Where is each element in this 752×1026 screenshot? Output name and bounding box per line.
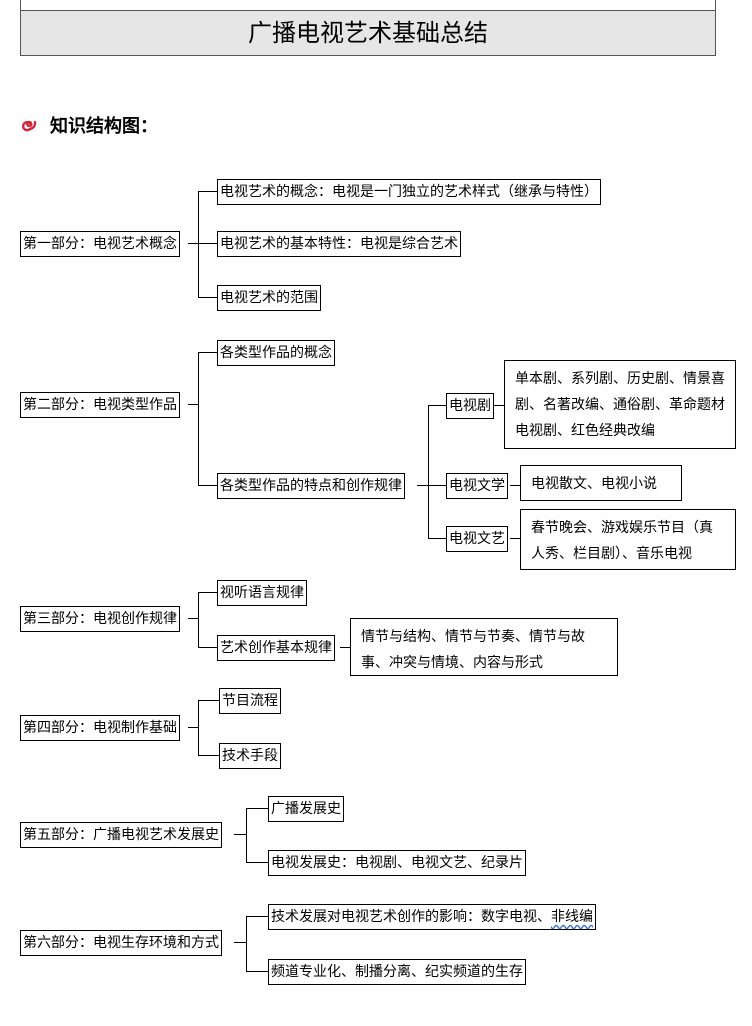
part3-label: 第三部分：电视创作规律 (20, 606, 180, 632)
part6-label: 第六部分：电视生存环境和方式 (20, 930, 222, 956)
connector (198, 755, 220, 756)
section-heading: 知识结构图： (50, 116, 158, 137)
connector (246, 971, 269, 972)
part3-item: 艺术创作基本规律 (217, 635, 335, 661)
frame-line-left (20, 0, 21, 10)
part2-detail: 电视散文、电视小说 (520, 465, 682, 501)
part4-label: 第四部分：电视制作基础 (20, 715, 180, 741)
connector (246, 862, 269, 863)
spellcheck-marked-word: 非线编 (551, 909, 593, 925)
connector (198, 647, 218, 648)
connector (417, 485, 428, 486)
part2-detail: 春节晚会、游戏娱乐节目（真人秀、栏目剧）、音乐电视 (520, 509, 736, 570)
connector (428, 538, 447, 539)
part5-label: 第五部分：广播电视艺术发展史 (20, 822, 222, 848)
connector (198, 592, 199, 647)
part4-item: 节目流程 (219, 688, 281, 714)
connector (428, 405, 447, 406)
frame-line-right (715, 0, 716, 10)
part1-item: 电视艺术的基本特性：电视是综合艺术 (217, 231, 461, 257)
connector (246, 916, 247, 971)
connector (198, 297, 218, 298)
part1-label: 第一部分：电视艺术概念 (20, 231, 180, 257)
connector (198, 352, 199, 485)
connector (246, 916, 269, 917)
part2-subtype: 电视剧 (446, 393, 494, 419)
part2-subtype: 电视文艺 (446, 526, 508, 552)
connector (198, 243, 218, 244)
connector (188, 727, 198, 728)
connector (246, 808, 247, 862)
connector (198, 700, 220, 701)
part5-item: 广播发展史 (268, 796, 344, 822)
connector (188, 618, 198, 619)
connector (198, 191, 218, 192)
connector (234, 942, 246, 943)
connector (510, 538, 521, 539)
connector (234, 834, 246, 835)
connector (428, 405, 429, 538)
part5-item: 电视发展史：电视剧、电视文艺、纪录片 (268, 850, 526, 876)
connector (246, 808, 269, 809)
connector (198, 592, 218, 593)
part6-item: 技术发展对电视艺术创作的影响：数字电视、非线编 (268, 904, 596, 930)
page-title: 广播电视艺术基础总结 (20, 10, 716, 56)
connector (494, 405, 505, 406)
part1-item: 电视艺术的范围 (217, 285, 321, 311)
connector (510, 485, 521, 486)
part3-detail: 情节与结构、情节与节奏、情节与故事、冲突与情境、内容与形式 (350, 618, 618, 676)
part2-item: 各类型作品的概念 (217, 340, 335, 366)
part2-subtype: 电视文学 (446, 473, 508, 499)
connector (198, 352, 218, 353)
part2-item: 各类型作品的特点和创作规律 (217, 473, 405, 499)
connector (198, 191, 199, 297)
spiral-icon (21, 120, 37, 132)
connector (340, 647, 351, 648)
connector (198, 700, 199, 755)
connector (188, 243, 198, 244)
connector (188, 404, 198, 405)
part3-item: 视听语言规律 (217, 580, 307, 606)
part4-item: 技术手段 (219, 743, 281, 769)
part6-item-text: 技术发展对电视艺术创作的影响：数字电视、 (271, 909, 551, 925)
connector (428, 485, 447, 486)
part2-detail: 单本剧、系列剧、历史剧、情景喜剧、名著改编、通俗剧、革命题材电视剧、红色经典改编 (504, 360, 736, 449)
part2-label: 第二部分：电视类型作品 (20, 392, 180, 418)
part6-item: 频道专业化、制播分离、纪实频道的生存 (268, 959, 526, 985)
connector (198, 485, 218, 486)
part1-item: 电视艺术的概念：电视是一门独立的艺术样式（继承与特性） (217, 179, 601, 205)
